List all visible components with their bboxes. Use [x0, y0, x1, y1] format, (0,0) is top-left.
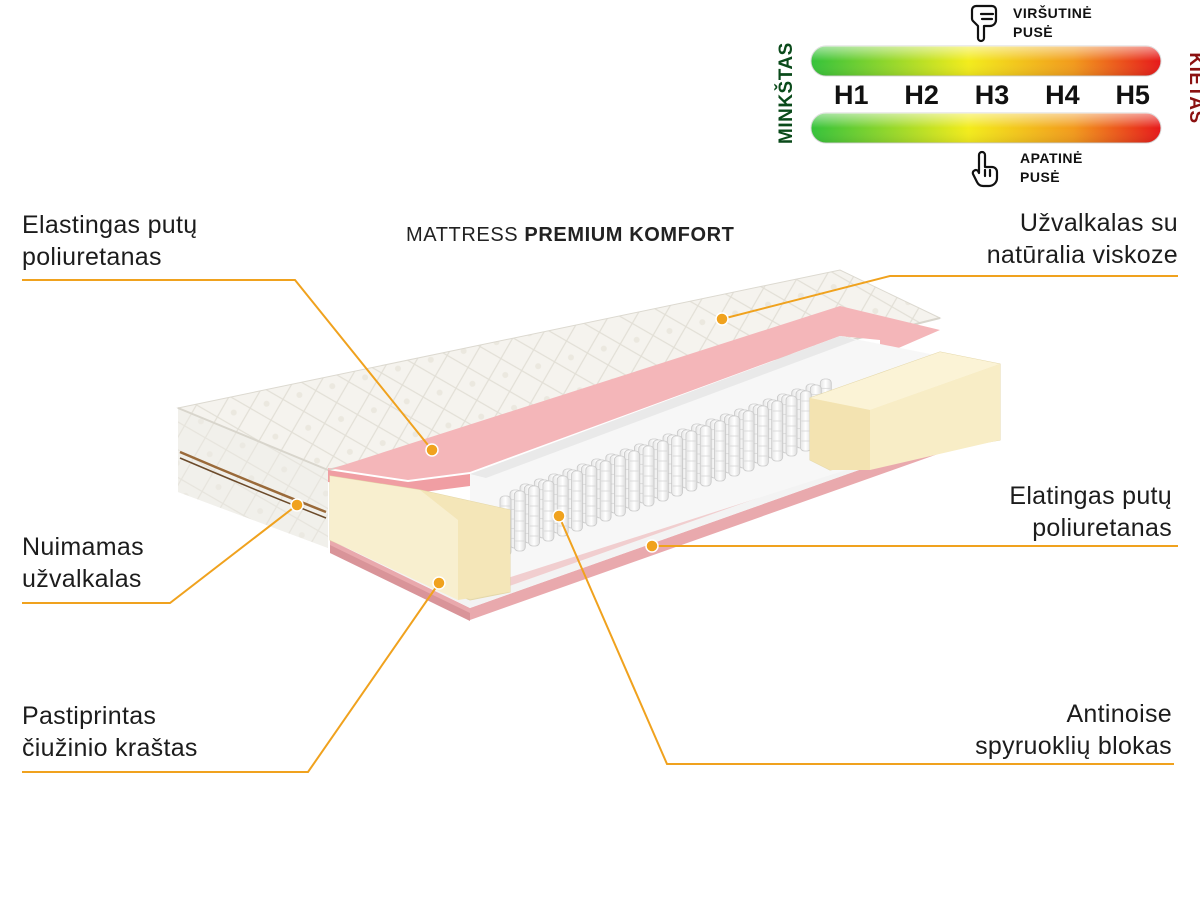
- leader-removable-cover: [22, 504, 298, 604]
- hard-label: KIETAS: [1185, 52, 1200, 124]
- spring-pocket: [599, 460, 612, 522]
- spring-pocket: [742, 410, 755, 472]
- level-h5: H5: [1115, 80, 1150, 110]
- callout-removable-cover-line-1: Nuimamas: [22, 533, 144, 561]
- level-h4: H4: [1045, 80, 1080, 110]
- level-h3: H3: [974, 80, 1010, 110]
- mattress: [176, 269, 1001, 621]
- spring-pocket: [671, 435, 683, 497]
- zipper: [179, 450, 327, 514]
- callout-edge-line-1: Pastiprintas: [22, 702, 157, 730]
- callout-removable-cover-line-2: užvalkalas: [22, 565, 142, 593]
- callout-edge: Pastiprintas čiužinio kraštas: [22, 700, 198, 764]
- top-foam-layer: [328, 306, 940, 480]
- firmness-scale: [810, 4, 1162, 188]
- spring-pocket: [513, 490, 526, 552]
- callout-removable-cover: Nuimamas užvalkalas: [22, 531, 144, 595]
- leader-lines: [22, 275, 1178, 773]
- bottom-side-line-1: APATINĖ: [1020, 150, 1083, 166]
- spring-pocket: [728, 415, 741, 477]
- soft-label: MINKŠTAS: [776, 42, 797, 144]
- spring-pocket: [628, 450, 641, 512]
- spring-pocket: [656, 440, 669, 502]
- callout-foam-top: Elastingas putų poliuretanas: [22, 209, 197, 273]
- top-side-line-1: VIRŠUTINĖ: [1013, 5, 1093, 21]
- leader-dots: [290, 312, 729, 590]
- callout-cover-top-line-1: Užvalkalas su: [1019, 209, 1178, 237]
- hand-pointer-up-icon: [971, 150, 999, 188]
- callout-springs-line-2: spyruoklių blokas: [975, 732, 1172, 760]
- callout-foam-bottom-line-2: poliuretanas: [1032, 514, 1172, 542]
- leader-edge: [22, 582, 440, 773]
- spring-pocket: [699, 425, 712, 487]
- callout-foam-bottom-line-1: Elatingas putų: [1009, 482, 1172, 510]
- level-h1: H1: [834, 80, 869, 110]
- spring-pocket: [571, 470, 583, 532]
- callout-springs-line-1: Antinoise: [1066, 700, 1172, 728]
- callout-foam-bottom: Elatingas putų poliuretanas: [1009, 480, 1172, 544]
- spring-pocket: [642, 445, 655, 507]
- leader-foam-top: [22, 279, 433, 451]
- callout-foam-top-line-1: Elastingas putų: [22, 211, 198, 239]
- top-side-line-2: PUSĖ: [1013, 24, 1054, 40]
- bottom-side-line-2: PUSĖ: [1020, 169, 1061, 185]
- callout-springs: Antinoise spyruoklių blokas: [975, 698, 1172, 762]
- spring-pocket: [585, 465, 598, 527]
- callout-cover-top: Užvalkalas su natūralia viskoze: [987, 207, 1178, 271]
- spring-pocket: [757, 405, 769, 467]
- spring-pocket: [685, 430, 698, 492]
- callout-cover-top-line-2: natūralia viskoze: [986, 241, 1178, 269]
- spring-pocket: [614, 455, 626, 517]
- leader-springs: [558, 515, 1174, 765]
- spring-pocket: [785, 395, 798, 457]
- leader-cover-top: [721, 275, 1178, 320]
- title-prefix: MATTRESS: [406, 224, 519, 246]
- callout-edge-line-2: čiužinio kraštas: [22, 734, 198, 762]
- level-h2: H2: [904, 80, 939, 110]
- diagram-title: MATTRESS PREMIUM KOMFORT: [406, 224, 734, 247]
- title-name: PREMIUM KOMFORT: [524, 224, 735, 246]
- spring-pocket: [542, 480, 555, 542]
- top-side-note: VIRŠUTINĖ PUSĖ: [1013, 4, 1092, 42]
- hand-pointer-down-icon: [970, 4, 998, 43]
- spring-pocket: [771, 400, 784, 462]
- callout-foam-top-line-2: poliuretanas: [22, 243, 162, 271]
- firmness-levels: H1 H2 H3 H4 H5: [818, 80, 1158, 111]
- bottom-side-note: APATINĖ PUSĖ: [1020, 149, 1083, 187]
- spring-pocket: [528, 485, 540, 547]
- spring-pocket: [714, 420, 726, 482]
